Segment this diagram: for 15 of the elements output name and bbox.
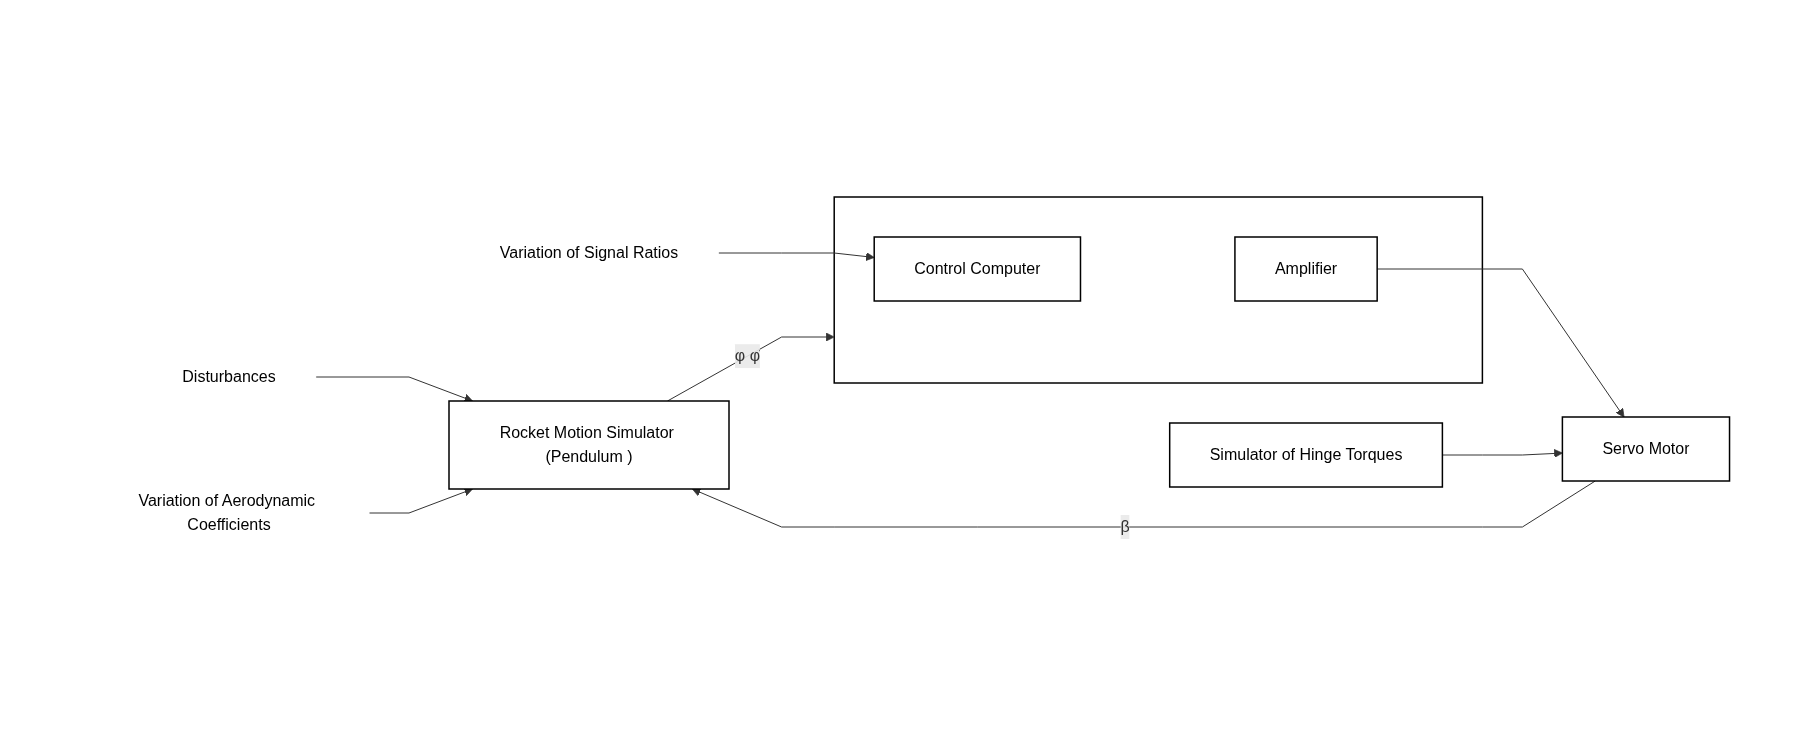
arrow xyxy=(691,480,1596,528)
arrow xyxy=(314,376,473,403)
edge-label: β xyxy=(1120,518,1130,535)
node-text: Variation of Signal Ratios xyxy=(499,244,678,261)
edge-label: φ φ̇ xyxy=(734,347,760,365)
node-text: Variation of Aerodynamic Coefficients xyxy=(138,492,315,533)
node-box: Amplifier xyxy=(1233,236,1378,302)
node-text: Disturbances xyxy=(182,368,276,385)
cluster xyxy=(833,196,1483,384)
arrow xyxy=(666,332,835,402)
node-box: Simulator of Hinge Torques xyxy=(1168,422,1443,488)
arrow xyxy=(1376,268,1625,418)
node-box: Control Computer xyxy=(873,236,1081,302)
node-box: Servo Motor xyxy=(1561,416,1730,482)
node-box: Rocket Motion Simulator (Pendulum ) xyxy=(448,400,730,490)
